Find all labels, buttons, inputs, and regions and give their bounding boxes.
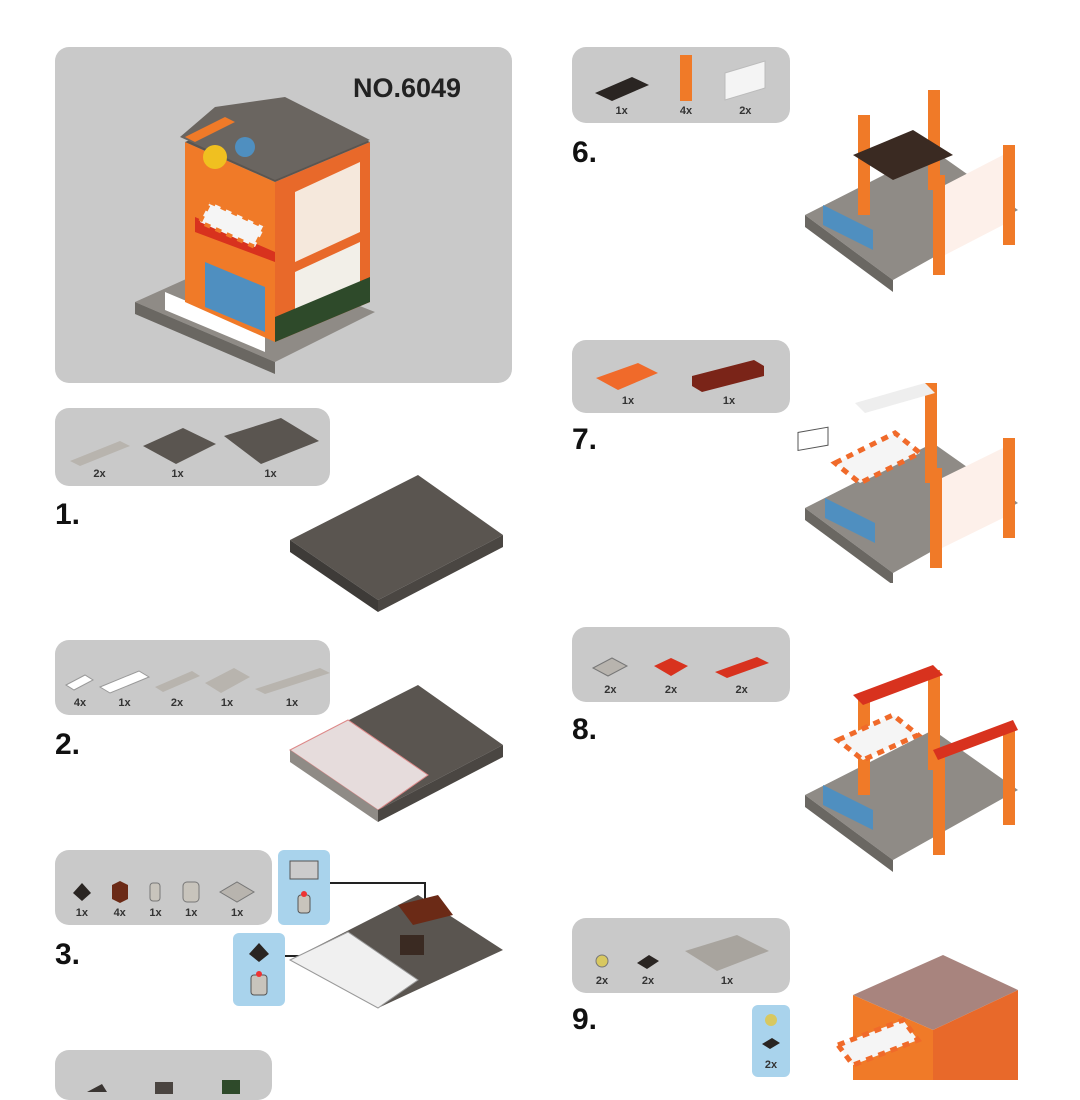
part-brown-brick: 4x (108, 879, 132, 919)
step-7-model (797, 383, 1018, 583)
step-9-callout: 2x (752, 1005, 790, 1077)
step-1-model (290, 475, 503, 612)
part-black-plate: 1x (592, 73, 652, 117)
part-grey-plate-6x8: 1x (682, 933, 772, 987)
part-round-brick-small: 1x (145, 879, 165, 919)
part-plate-1x6: 2x (65, 436, 135, 480)
step-8-number: 8. (572, 713, 598, 746)
part-clear-panel: 2x (720, 58, 770, 117)
part-white-plate: 1x (97, 667, 152, 709)
step-9-number: 9. (572, 1003, 598, 1036)
part-yellow-round-plate: 2x (590, 949, 614, 987)
step-9-parts-panel: 2x 2x 1x (572, 918, 790, 993)
part-grey-tile: 2x (152, 667, 202, 709)
callout-leader-line (424, 882, 426, 907)
step-7-number: 7. (572, 423, 598, 456)
step-3-parts-panel: 1x 4x 1x 1x 1x (55, 850, 272, 925)
step-6-parts-panel: 1x 4x 2x (572, 47, 790, 123)
step-1-parts-panel: 2x 1x 1x (55, 408, 330, 486)
part-green-brick (216, 1064, 246, 1094)
part-plate-4x6: 1x (138, 426, 218, 480)
step-8-model (805, 665, 1018, 872)
part-grey-tile-long: 1x (252, 665, 332, 709)
step-1-number: 1. (55, 498, 81, 531)
step-6-model (805, 90, 1018, 292)
step-7-parts-panel: 1x 1x (572, 340, 790, 413)
part-dark-brick (149, 1064, 179, 1094)
step-2-model (289, 685, 503, 822)
step-3-number: 3. (55, 938, 81, 971)
step-3-callout-slope (233, 933, 285, 1006)
part-black-clip: 2x (634, 949, 662, 987)
part-dark-red-brick: 1x (689, 358, 769, 407)
part-grey-plate-2x4: 1x (202, 665, 252, 709)
part-grey-frame-plate: 1x (217, 879, 257, 919)
step-6-number: 6. (572, 136, 598, 169)
step-3-model (288, 895, 503, 1009)
step-3-callout-frame (278, 850, 330, 925)
part-red-plate-1x4: 2x (712, 652, 772, 696)
part-dark-piece (82, 1064, 112, 1094)
part-white-tile: 4x (63, 667, 97, 709)
part-plate-6x8: 1x (221, 416, 321, 480)
step-2-parts-panel: 4x 1x 2x 1x 1x (55, 640, 330, 715)
finished-shop-model (135, 97, 375, 374)
part-round-brick: 1x (179, 879, 203, 919)
part-orange-column: 4x (675, 53, 697, 117)
part-orange-slope: 1x (593, 358, 663, 407)
callout-leader-line (330, 882, 425, 884)
part-black-slope: 1x (70, 879, 94, 919)
part-red-corner-plate: 2x (651, 652, 691, 696)
step-9-model (834, 955, 1018, 1080)
part-grey-clip-plate: 2x (590, 652, 630, 696)
set-overview-panel: NO.6049 (55, 47, 512, 383)
step-8-parts-panel: 2x 2x 2x (572, 627, 790, 702)
set-number: NO.6049 (353, 73, 462, 103)
step-4-parts-panel (55, 1050, 272, 1100)
step-2-number: 2. (55, 728, 81, 761)
